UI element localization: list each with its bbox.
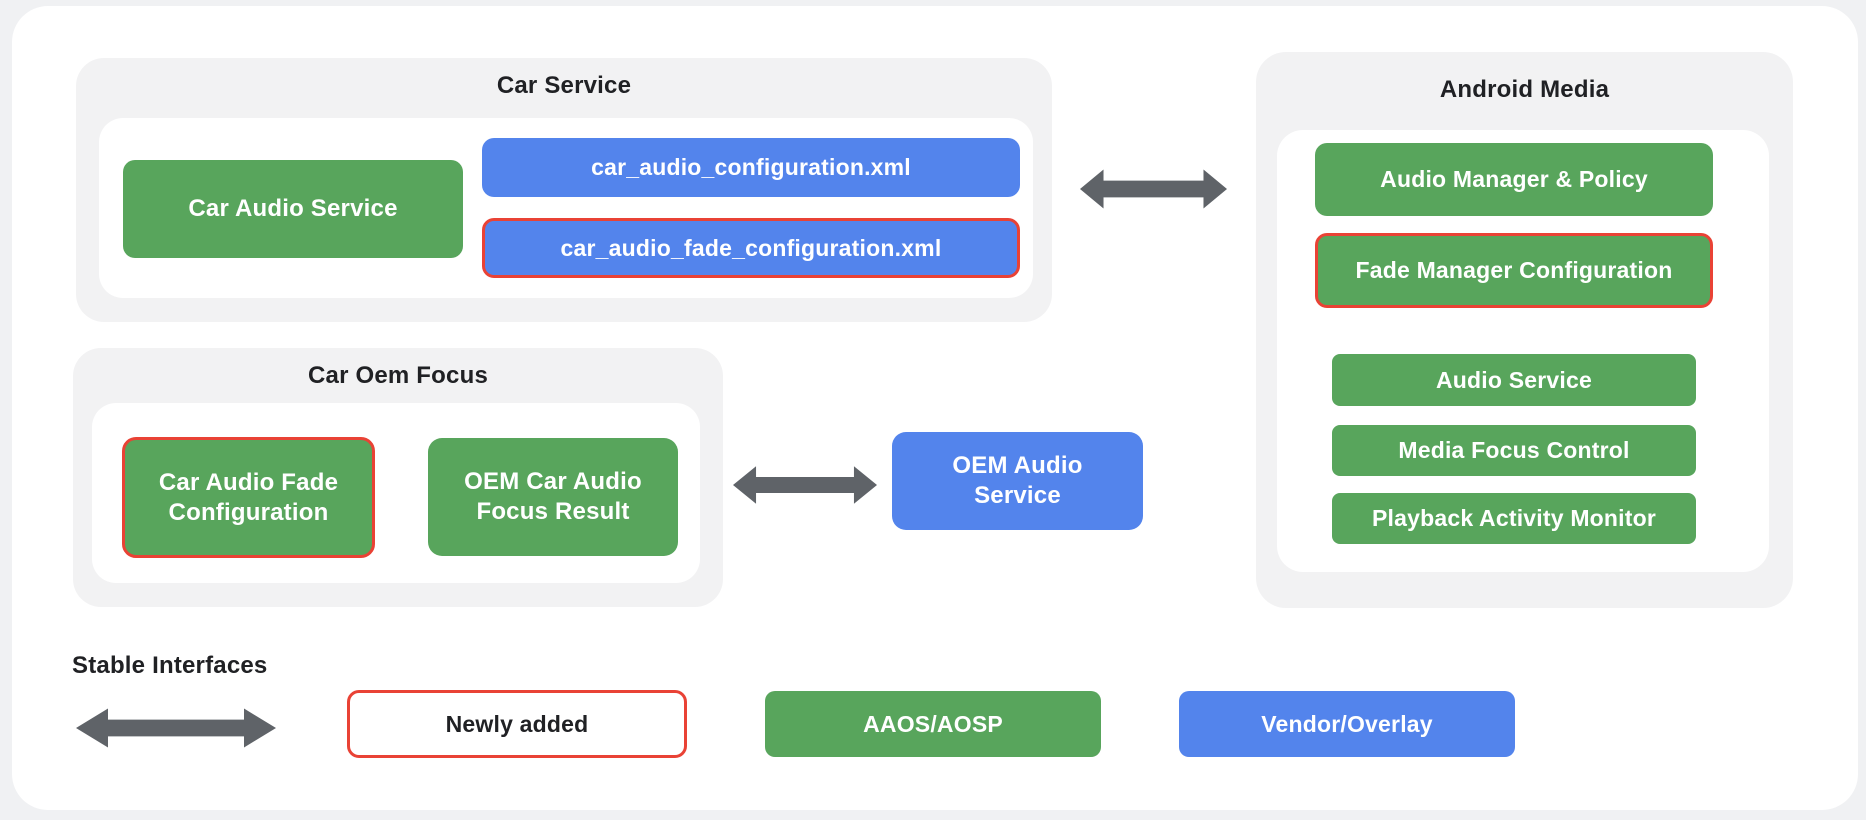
section-car-oem-focus: Car Oem Focus Car Audio Fade Configurati… [73,348,723,607]
car-audio-fade-configuration-label: Car Audio Fade Configuration [158,468,339,526]
oem-car-audio-focus-result-box: OEM Car Audio Focus Result [428,438,678,556]
car-audio-fade-configuration-xml-box: car_audio_fade_configuration.xml [482,218,1020,278]
legend-aaos-aosp-box: AAOS/AOSP [765,691,1101,757]
playback-activity-monitor-box: Playback Activity Monitor [1332,493,1696,544]
stable-interfaces-arrow-icon [76,702,276,754]
media-focus-control-label: Media Focus Control [1398,437,1630,464]
car-audio-fade-configuration-box: Car Audio Fade Configuration [122,437,375,558]
playback-activity-monitor-label: Playback Activity Monitor [1371,505,1657,532]
legend-aaos-aosp-label: AAOS/AOSP [863,710,1003,737]
android-media-title: Android Media [1439,76,1610,103]
car-audio-service-box: Car Audio Service [123,160,463,258]
legend-newly-added-label: Newly added [445,710,589,737]
car-audio-fade-configuration-xml-label: car_audio_fade_configuration.xml [560,234,942,261]
double-arrow-icon [1080,163,1227,215]
car-service-title: Car Service [496,72,632,99]
media-focus-control-box: Media Focus Control [1332,425,1696,476]
car-audio-configuration-xml-label: car_audio_configuration.xml [591,154,911,181]
audio-service-box: Audio Service [1332,354,1696,406]
oem-car-audio-focus-result-label: OEM Car Audio Focus Result [464,468,642,525]
double-arrow-icon [733,460,877,510]
legend-vendor-overlay-box: Vendor/Overlay [1179,691,1515,757]
oem-audio-service-label: OEM Audio Service [952,452,1083,509]
section-android-media: Android Media Audio Manager & Policy Fad… [1256,52,1793,608]
audio-manager-policy-box: Audio Manager & Policy [1315,143,1713,216]
section-car-service: Car Service Car Audio Service car_audio_… [76,58,1052,322]
car-audio-service-label: Car Audio Service [188,195,398,222]
audio-manager-policy-label: Audio Manager & Policy [1380,166,1648,193]
fade-manager-configuration-label: Fade Manager Configuration [1355,257,1673,284]
legend-newly-added-box: Newly added [347,690,687,758]
legend-vendor-overlay-label: Vendor/Overlay [1261,710,1433,737]
oem-audio-service-box: OEM Audio Service [892,432,1143,530]
fade-manager-configuration-box: Fade Manager Configuration [1315,233,1713,308]
car-audio-configuration-xml-box: car_audio_configuration.xml [482,138,1020,197]
audio-service-label: Audio Service [1436,366,1592,393]
stable-interfaces-label: Stable Interfaces [72,652,268,679]
car-oem-focus-title: Car Oem Focus [308,362,488,389]
